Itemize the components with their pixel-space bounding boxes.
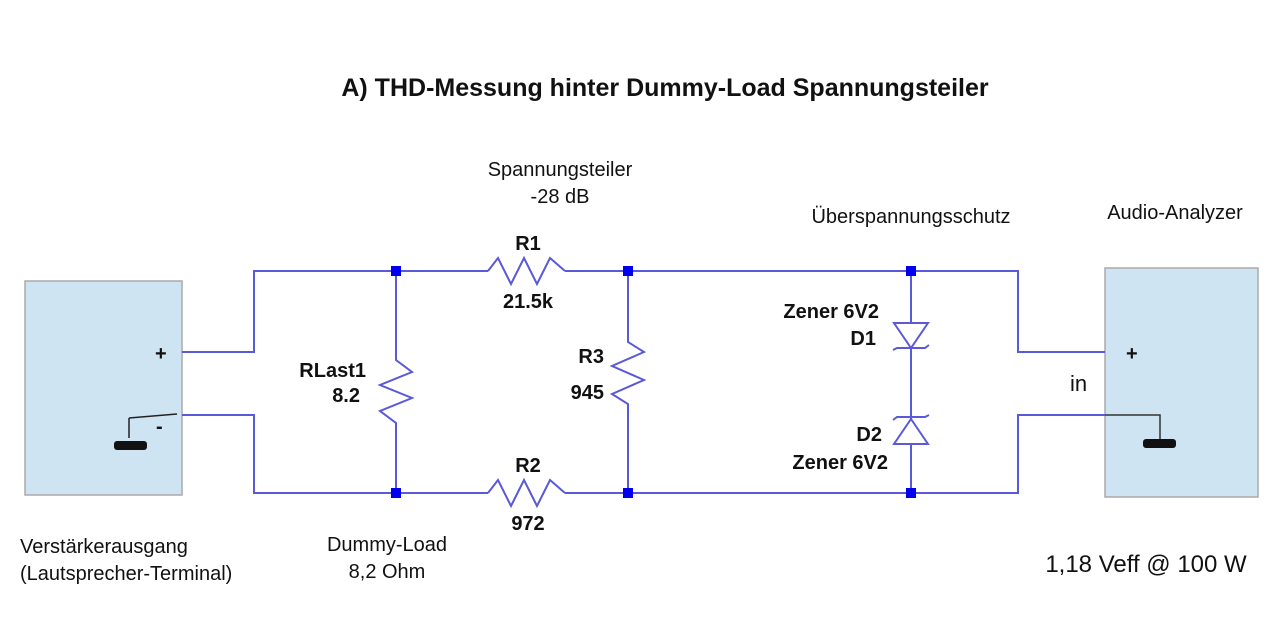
r1-name: R1 [515,233,541,255]
r3-name: R3 [578,346,604,368]
amp-minus: - [156,416,163,438]
d1-name: D1 [850,328,876,350]
dummy-load-line1: Dummy-Load [327,534,447,556]
r2-name: R2 [515,455,541,477]
title: A) THD-Messung hinter Dummy-Load Spannun… [341,74,989,102]
amplifier-box [24,280,183,496]
zener-d1 [892,322,930,351]
resistor-r1 [487,255,566,287]
node [623,488,633,498]
analyzer-ground-icon [1143,439,1176,448]
wire-minus-left [182,414,1105,494]
d1-type: Zener 6V2 [783,301,879,323]
r3-value: 945 [571,382,604,404]
r1-value: 21.5k [503,291,554,313]
analyzer-box [1104,267,1259,498]
analyzer-input: in [1070,371,1087,396]
resistor-r3 [609,271,647,493]
node [906,488,916,498]
node [391,488,401,498]
divider-label: Spannungsteiler [488,159,633,181]
analyzer-level: 1,18 Veff @ 100 W [1045,551,1247,578]
amp-ground-wire [128,413,178,438]
divider-gain: -28 dB [531,186,590,208]
node [906,266,916,276]
amp-plus: + [155,343,167,365]
resistor-r2 [487,477,566,509]
node [391,266,401,276]
analyzer-plus: + [1126,343,1138,365]
analyzer-label: Audio-Analyzer [1107,202,1243,224]
rlast1-value: 8.2 [332,385,360,407]
resistor-rlast1 [377,271,415,493]
d2-type: Zener 6V2 [792,452,888,474]
analyzer-ground-wire [1105,414,1161,440]
dummy-load-line2: 8,2 Ohm [349,561,426,583]
amp-ground-icon [114,441,147,450]
amp-label-line1: Verstärkerausgang [20,536,188,558]
zener-d2 [892,414,930,445]
rlast1-name: RLast1 [299,360,366,382]
d2-name: D2 [856,424,882,446]
wire-plus-left [182,270,1105,353]
r2-value: 972 [511,513,544,535]
node [623,266,633,276]
amp-label-line2: (Lautsprecher-Terminal) [20,563,232,585]
protection-label: Überspannungsschutz [811,206,1010,228]
